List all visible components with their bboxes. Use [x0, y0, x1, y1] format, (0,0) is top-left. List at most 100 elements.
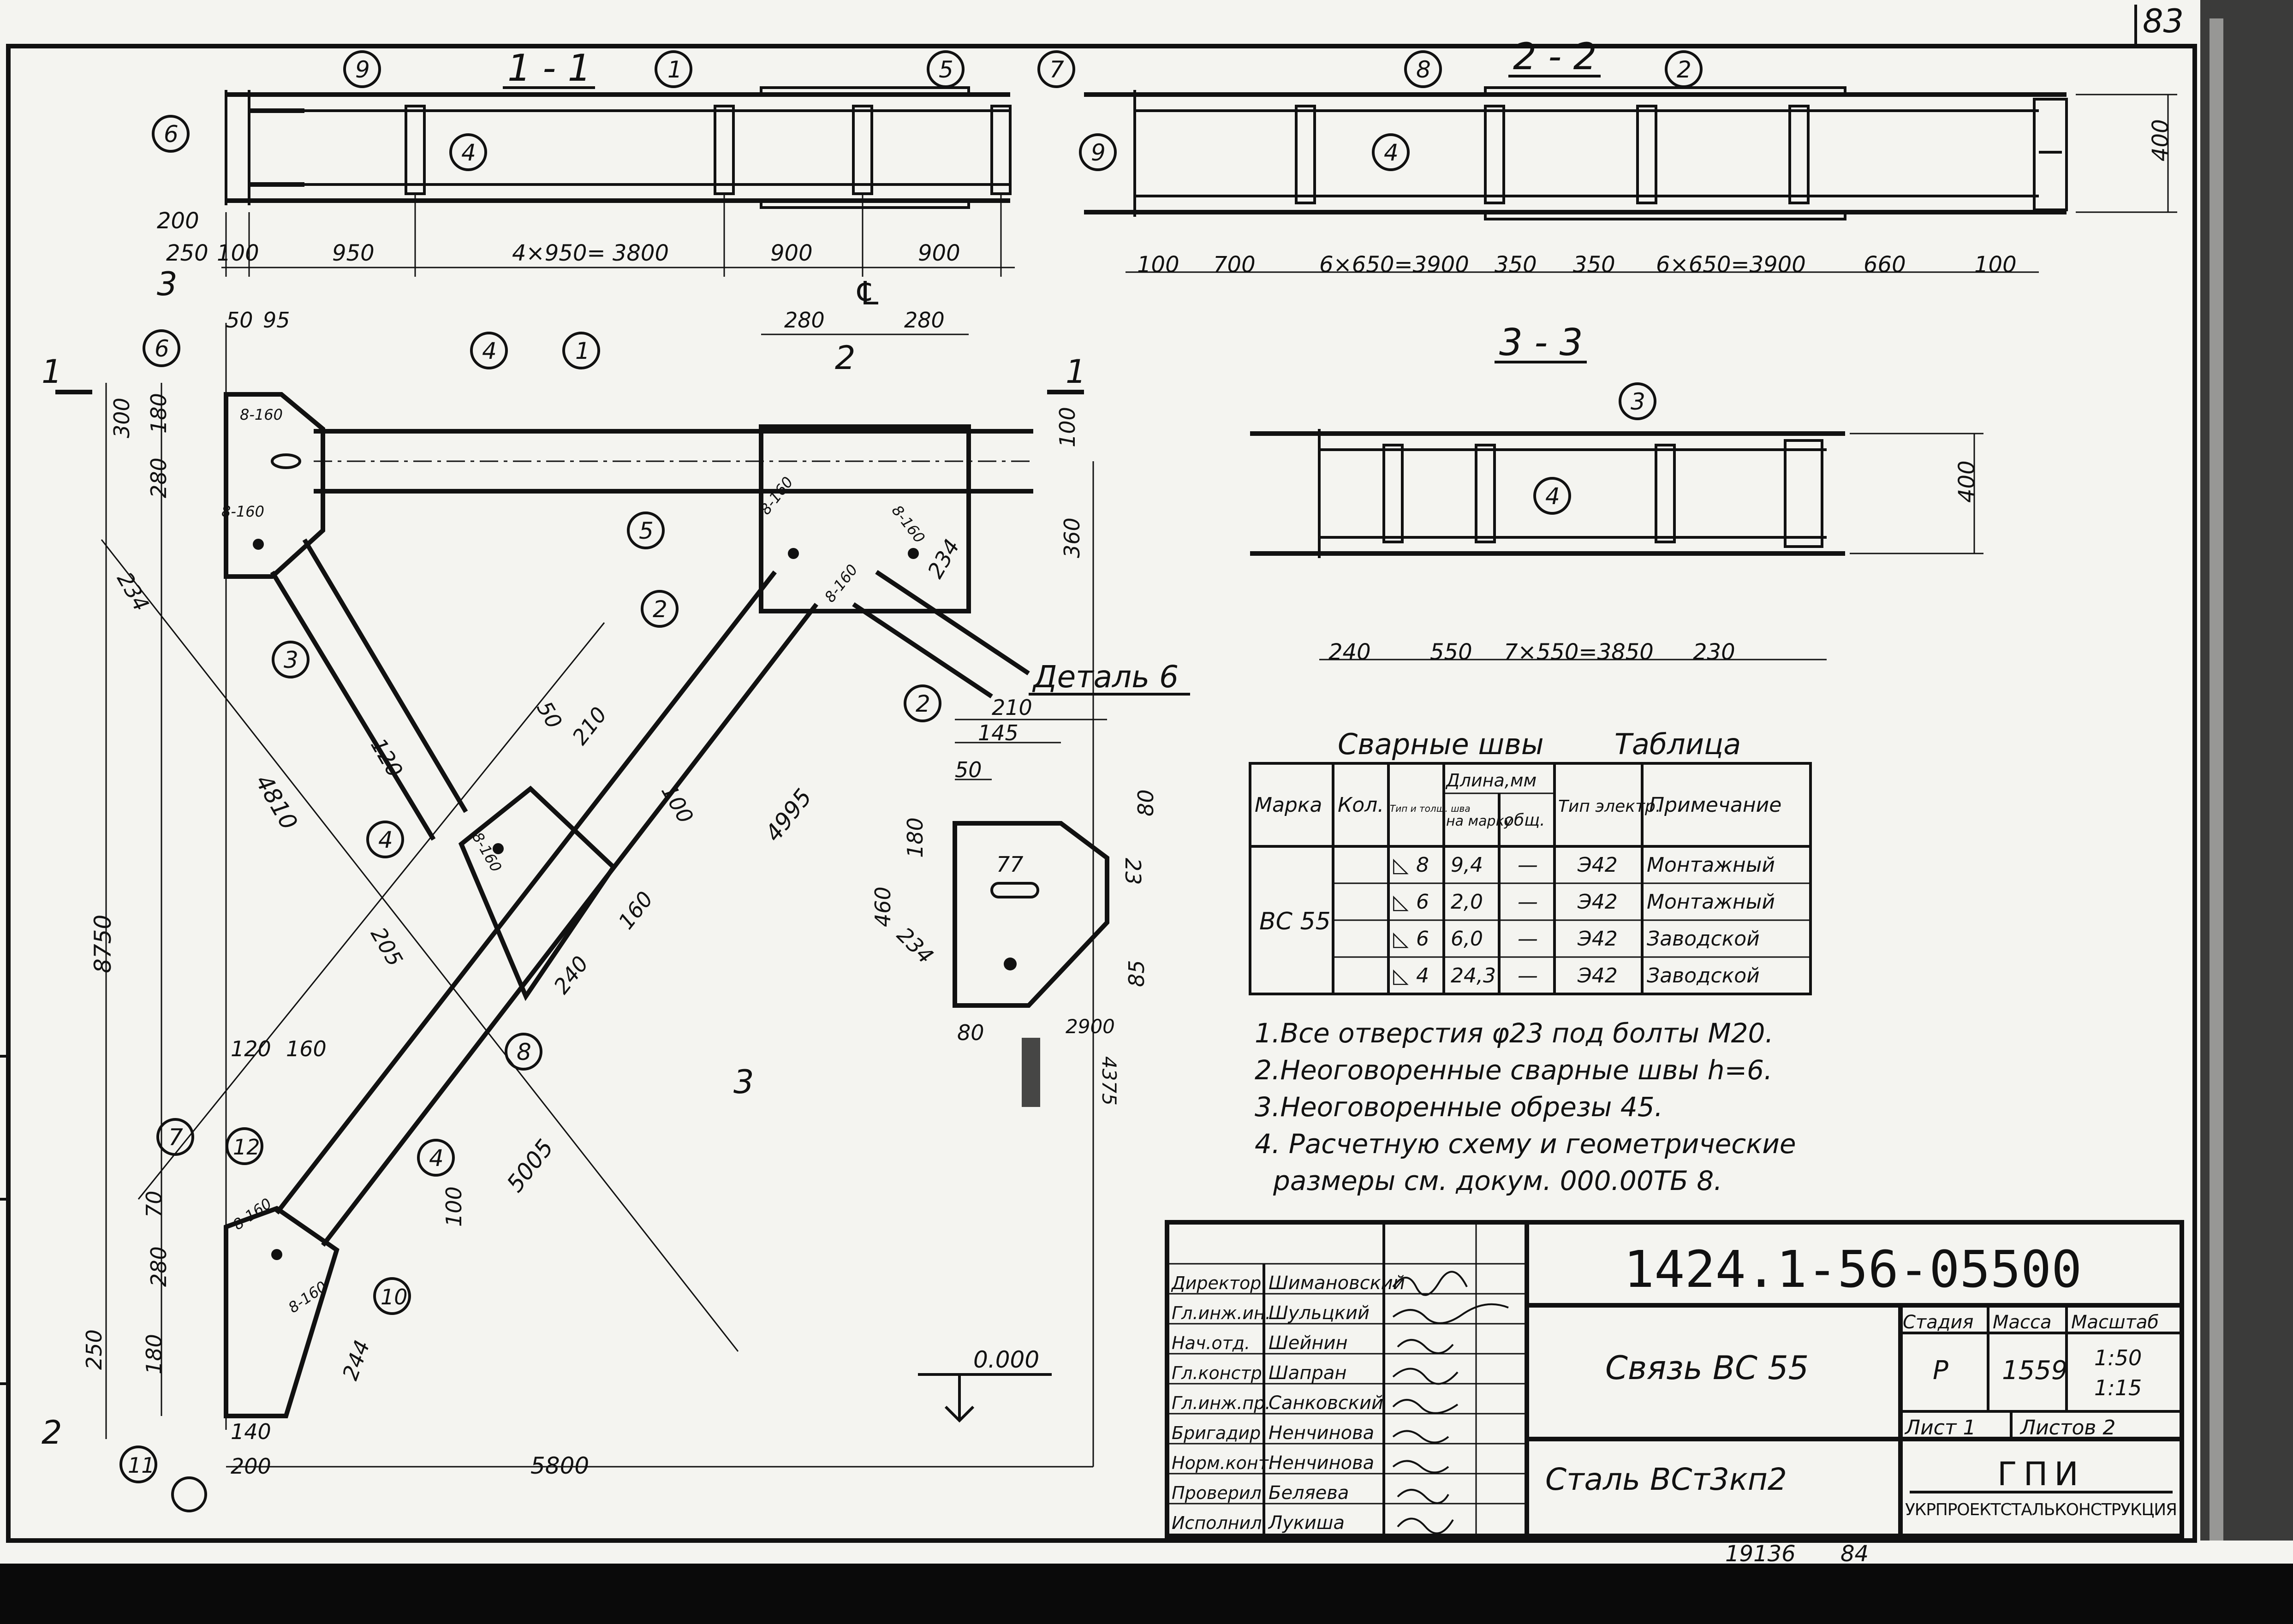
- section-2-2: 2 - 2 400 100 700 6×650=3900 350 350 6×6…: [1037, 35, 2177, 278]
- svg-text:1: 1: [667, 56, 682, 83]
- th-total: общ.: [1504, 811, 1545, 830]
- dim-8750: 8750: [89, 915, 116, 973]
- svg-text:2,0: 2,0: [1451, 890, 1483, 914]
- bottom-number-1: 19136: [1725, 1541, 1796, 1567]
- cut-mark-1-left: 1: [42, 353, 62, 391]
- svg-text:5: 5: [639, 518, 654, 544]
- callout-plan-2a: 2: [641, 590, 679, 628]
- dim-s22-3900b: 6×650=3900: [1656, 252, 1806, 278]
- svg-text:—: —: [1518, 853, 1538, 877]
- callout-plan-4a: 4: [470, 332, 508, 369]
- dim-100-c: 100: [441, 1186, 466, 1227]
- section-1-1: 1 - 1 200 250 100 950 4×950= 3800 900: [152, 47, 1015, 277]
- staff-row: Гл.констр.Шапран: [1172, 1362, 1347, 1384]
- dim-70: 70: [142, 1190, 167, 1218]
- staff-row: Нач.отд.Шейнин: [1172, 1333, 1348, 1354]
- svg-text:4: 4: [1384, 139, 1399, 166]
- svg-text:Монтажный: Монтажный: [1647, 853, 1775, 877]
- svg-text:8: 8: [517, 1039, 531, 1065]
- svg-text:Ненчинова: Ненчинова: [1269, 1422, 1374, 1444]
- svg-text:Нач.отд.: Нач.отд.: [1172, 1333, 1250, 1353]
- d6-dim-77: 77: [996, 852, 1024, 877]
- svg-text:Беляева: Беляева: [1269, 1482, 1349, 1504]
- svg-text:Монтажный: Монтажный: [1647, 890, 1775, 914]
- dim-s22-350b: 350: [1573, 252, 1615, 278]
- dim-s22-700: 700: [1213, 252, 1256, 278]
- svg-text:12: 12: [233, 1135, 260, 1160]
- svg-text:1: 1: [575, 338, 590, 364]
- note-1: 1.Все отверстия φ23 под болты М20.: [1255, 1017, 1774, 1049]
- svg-text:Проверил: Проверил: [1172, 1483, 1262, 1503]
- note-2: 2.Неоговоренные сварные швы h=6.: [1255, 1054, 1772, 1086]
- svg-text:—: —: [1518, 964, 1538, 987]
- dim-360: 360: [1060, 518, 1084, 558]
- dim-160-b: 160: [286, 1036, 327, 1061]
- dim-180-b: 180: [142, 1334, 167, 1374]
- svg-text:10: 10: [381, 1285, 408, 1309]
- svg-text:4: 4: [482, 338, 497, 364]
- callout-9: 9: [343, 50, 381, 88]
- svg-text:◺: ◺: [1393, 890, 1409, 914]
- callout-4c: 4: [1533, 477, 1571, 515]
- signatures: [1392, 1271, 1509, 1535]
- svg-text:—: —: [1518, 927, 1538, 951]
- bottom-scan-band: [0, 1564, 2293, 1624]
- cut-mark-3-bottom: 3: [733, 1063, 754, 1101]
- dim-300: 300: [109, 398, 134, 438]
- svg-text:Директор: Директор: [1171, 1273, 1261, 1293]
- callout-plan-6: 6: [143, 329, 180, 367]
- drawing-name: Связь ВС 55: [1605, 1349, 1809, 1387]
- svg-text:Э42: Э42: [1577, 927, 1618, 951]
- callout-3: 3: [1619, 382, 1656, 420]
- callout-plan-4b: 4: [366, 821, 404, 858]
- svg-text:◺: ◺: [1393, 853, 1409, 877]
- svg-text:◺: ◺: [1393, 927, 1409, 951]
- svg-text:Лукиша: Лукиша: [1268, 1512, 1345, 1534]
- callout-plan-11: 11: [119, 1446, 157, 1483]
- th-length: Длина,мм: [1445, 770, 1537, 791]
- d6-dim-210: 210: [992, 695, 1032, 720]
- weld-row: ◺ 8 9,4 — Э42 Монтажный: [1393, 853, 1775, 877]
- staff-row: Гл.инж.ин.Шульцкий: [1172, 1303, 1370, 1324]
- section-3-3-title: 3 - 3: [1499, 321, 1583, 364]
- callout-plan-5: 5: [627, 512, 665, 549]
- svg-text:Шульцкий: Шульцкий: [1269, 1303, 1370, 1324]
- d6-dim-145: 145: [978, 720, 1018, 745]
- svg-text:9: 9: [1091, 139, 1106, 166]
- sheets-label: Листов 2: [2019, 1416, 2115, 1440]
- svg-text:Гл.инж.пр.: Гл.инж.пр.: [1172, 1393, 1270, 1413]
- sheet-label: Лист 1: [1904, 1416, 1976, 1440]
- callout-plan-1: 1: [562, 332, 600, 369]
- callout-plan-3: 3: [272, 641, 310, 678]
- cut-mark-2-bottom: 2: [42, 1414, 62, 1451]
- dim-280-a: 280: [784, 308, 825, 333]
- svg-text:Э42: Э42: [1577, 964, 1618, 987]
- bolt-label-2: 8-160: [221, 503, 264, 520]
- svg-text:4: 4: [1545, 483, 1560, 510]
- dim-900b: 900: [918, 240, 960, 266]
- svg-text:Норм.конт.: Норм.конт.: [1172, 1453, 1274, 1473]
- note-4: 4. Расчетную схему и геометрические: [1255, 1128, 1796, 1160]
- general-notes: 1.Все отверстия φ23 под болты М20. 2.Нео…: [1255, 1017, 1796, 1196]
- dim-120-b: 120: [231, 1036, 271, 1061]
- stage-label: Стадия: [1903, 1312, 1973, 1333]
- staff-row: Проверил Беляева: [1172, 1482, 1349, 1504]
- svg-text:11: 11: [128, 1453, 155, 1478]
- svg-text:Исполнил: Исполнил: [1172, 1513, 1262, 1533]
- svg-text:6: 6: [1416, 927, 1429, 951]
- callout-plan-7: 7: [156, 1118, 194, 1156]
- svg-text:6: 6: [164, 121, 179, 148]
- weld-row: ◺ 4 24,3 — Э42 Заводской: [1393, 964, 1760, 987]
- dim-950: 950: [332, 240, 375, 266]
- dim-4x950: 4×950= 3800: [512, 240, 669, 266]
- d6-dim-80a: 80: [1133, 789, 1158, 816]
- svg-text:3: 3: [284, 647, 298, 673]
- dim-s22-100a: 100: [1137, 252, 1179, 278]
- sheet-number: 83: [2143, 2, 2184, 40]
- doc-code: 1424.1-56-05500: [1624, 1240, 2082, 1299]
- scan-smudge: [1022, 1038, 1040, 1107]
- svg-text:2: 2: [916, 690, 930, 717]
- dim-5800: 5800: [530, 1452, 589, 1479]
